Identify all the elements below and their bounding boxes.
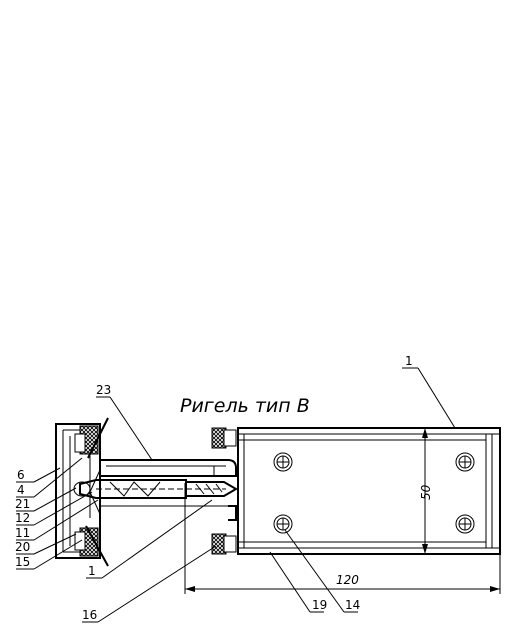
callout-12: 12 bbox=[15, 511, 30, 525]
callout-23: 23 bbox=[96, 383, 111, 397]
callout-21: 21 bbox=[15, 497, 30, 511]
bracket-upper bbox=[100, 459, 237, 477]
callout-6: 6 bbox=[17, 468, 25, 482]
clip-top bbox=[74, 433, 86, 453]
callout-16: 16 bbox=[82, 608, 97, 622]
screw-icon-top-left bbox=[273, 452, 293, 472]
pressure-line-top bbox=[87, 417, 109, 459]
screw-icon-bottom-right bbox=[455, 514, 475, 534]
callout-15: 15 bbox=[15, 555, 30, 569]
callout-1-top: 1 bbox=[405, 354, 413, 368]
callout-20: 20 bbox=[15, 540, 30, 554]
callout-11: 11 bbox=[15, 526, 30, 540]
dimension-width-label: 120 bbox=[336, 573, 359, 587]
pressure-line-bottom bbox=[85, 525, 109, 567]
transom-profile bbox=[237, 427, 501, 555]
callout-14: 14 bbox=[345, 598, 360, 612]
bracket-lower bbox=[100, 505, 237, 521]
callout-19: 19 bbox=[312, 598, 327, 612]
callout-4: 4 bbox=[17, 483, 25, 497]
dimension-height-label: 50 bbox=[419, 484, 433, 500]
callout-1-bottom: 1 bbox=[88, 564, 96, 578]
anchor-dowel bbox=[73, 479, 238, 499]
drawing-title: Ригель тип В bbox=[180, 395, 310, 417]
dimension-height bbox=[422, 428, 428, 554]
dimension-width bbox=[184, 483, 501, 594]
screw-icon-bottom-left bbox=[273, 514, 293, 534]
leader-lines bbox=[16, 367, 456, 623]
screw-icon-top-right bbox=[455, 452, 475, 472]
